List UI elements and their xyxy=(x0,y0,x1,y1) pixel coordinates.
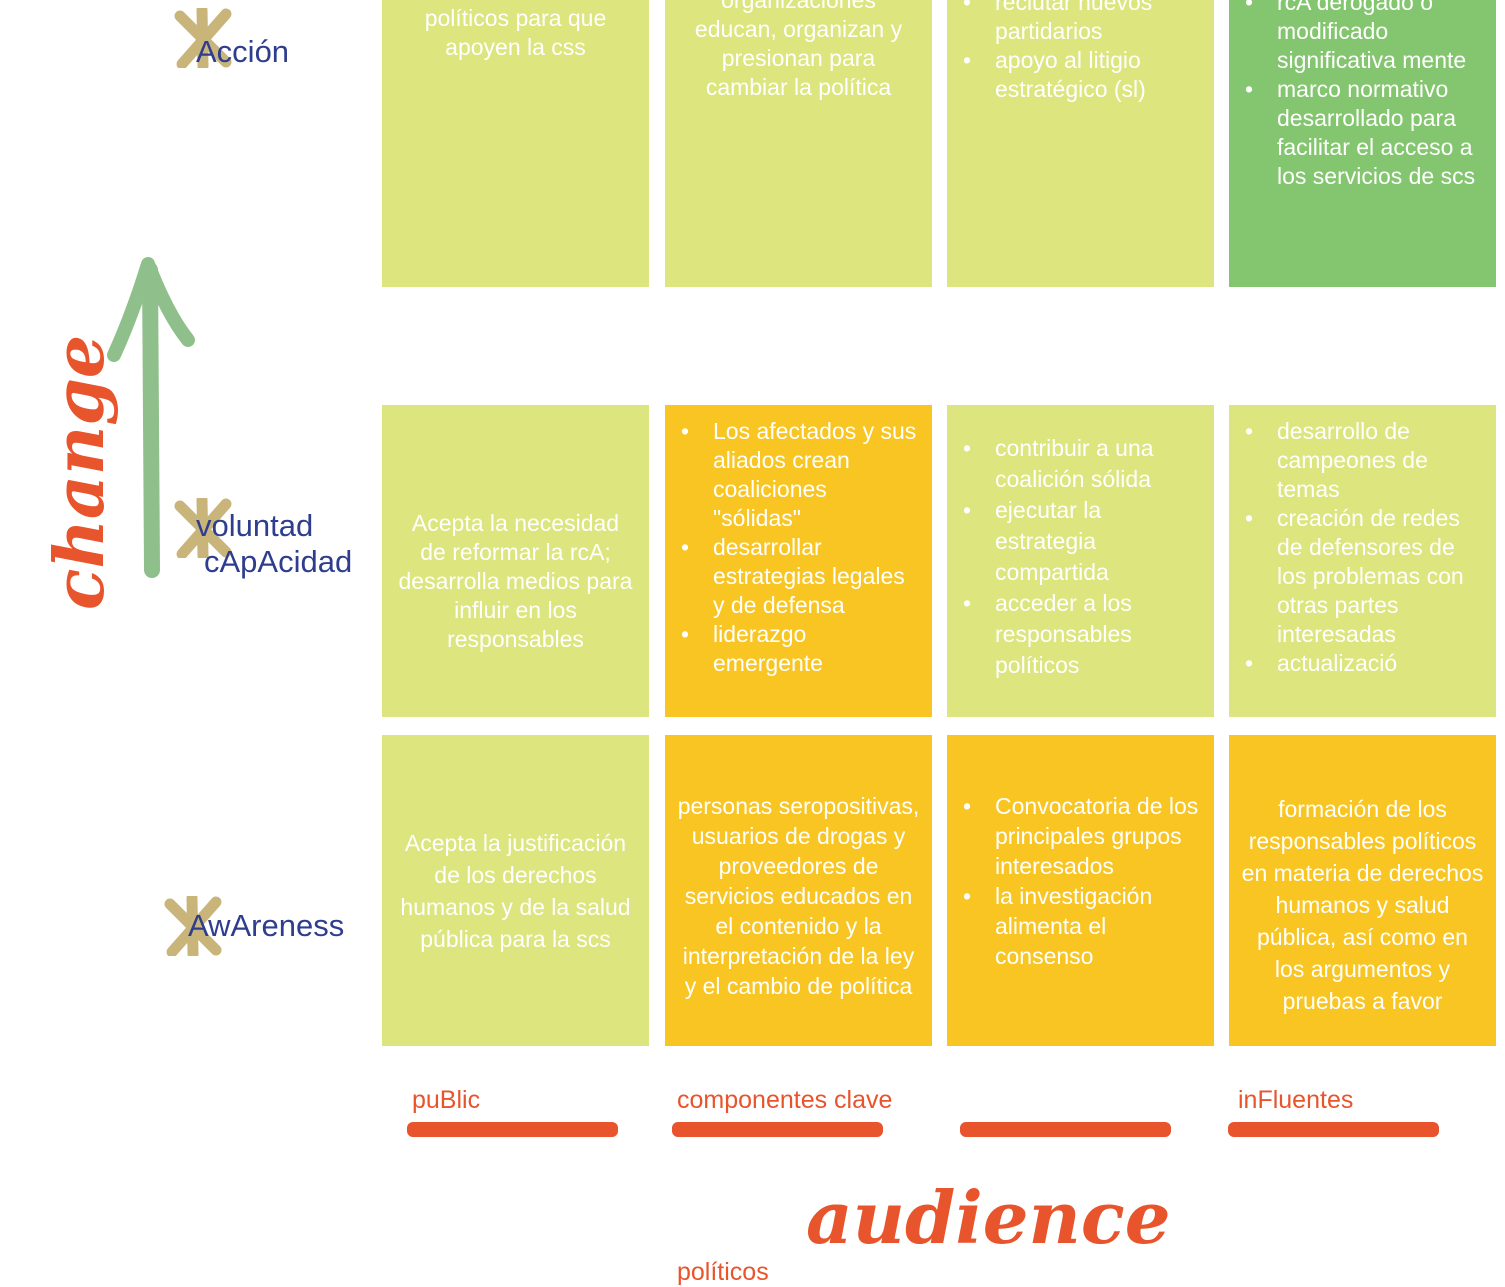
list-item: la investigación alimenta el consenso xyxy=(963,881,1200,971)
audience-label-influentials: inFluentes xyxy=(1238,1086,1354,1114)
audience-label-key: componentes clave xyxy=(677,1086,893,1114)
cell-action-col3: reclutar nuevos partidarios apoyo al lit… xyxy=(947,0,1214,287)
audience-label-public: puBlic xyxy=(412,1086,481,1114)
list-item: apoyo al litigio estratégico (sl) xyxy=(963,46,1200,104)
cell-will-key: Los afectados y sus aliados crean coalic… xyxy=(665,405,932,717)
audience-label-politicos: políticos xyxy=(677,1258,769,1286)
row-label-will: voluntad xyxy=(196,508,314,543)
cell-awareness-col4: formación de los responsables políticos … xyxy=(1229,735,1496,1046)
asterisk-icon xyxy=(174,498,232,558)
asterisk-icon xyxy=(164,896,222,956)
audience-axis-label: audience xyxy=(806,1175,1171,1260)
cell-action-col4: rcA derogado o modificado significativa … xyxy=(1229,0,1496,287)
list-item: ejecutar la estrategia compartida xyxy=(963,495,1200,588)
cell-will-col3: contribuir a una coalición sólida ejecut… xyxy=(947,405,1214,717)
list-item: Convocatoria de los principales grupos i… xyxy=(963,791,1200,881)
asterisk-icon xyxy=(174,8,232,68)
list-item: creación de redes de defensores de los p… xyxy=(1245,504,1482,649)
list-item: marco normativo desarrollado para facili… xyxy=(1245,75,1482,191)
list-item: reclutar nuevos partidarios xyxy=(963,0,1200,46)
cell-action-public: políticos para que apoyen la css xyxy=(382,0,649,287)
cell-action-key: organizaciones educan, organizan y presi… xyxy=(665,0,932,287)
row-label-capacity: cApAcidad xyxy=(204,544,353,579)
underline xyxy=(672,1122,883,1137)
cell-will-public: Acepta la necesidad de reformar la rcA; … xyxy=(382,405,649,717)
underline xyxy=(407,1122,618,1137)
list-item: Los afectados y sus aliados crean coalic… xyxy=(681,417,918,533)
list-item: contribuir a una coalición sólida xyxy=(963,433,1200,495)
row-label-action: Acción xyxy=(196,34,290,69)
list-item: liderazgo emergente xyxy=(681,620,918,678)
list-item: desarrollar estrategias legales y de def… xyxy=(681,533,918,620)
list-item: rcA derogado o modificado significativa … xyxy=(1245,0,1482,75)
list-item: actualizació xyxy=(1245,649,1482,678)
underline xyxy=(1228,1122,1439,1137)
list-item: acceder a los responsables políticos xyxy=(963,588,1200,681)
underline xyxy=(960,1122,1171,1137)
row-label-awareness: AwAreness xyxy=(188,908,345,943)
cell-awareness-key: personas seropositivas, usuarios de drog… xyxy=(665,735,932,1046)
cell-awareness-col3: Convocatoria de los principales grupos i… xyxy=(947,735,1214,1046)
up-arrow-icon xyxy=(107,257,195,578)
list-item: desarrollo de campeones de temas xyxy=(1245,417,1482,504)
cell-awareness-public: Acepta la justificación de los derechos … xyxy=(382,735,649,1046)
cell-will-col4: desarrollo de campeones de temas creació… xyxy=(1229,405,1496,717)
